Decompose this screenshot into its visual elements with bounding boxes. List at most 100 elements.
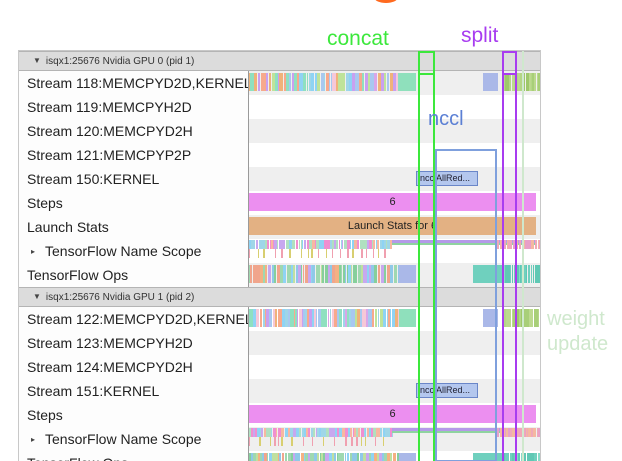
- name-scope-span[interactable]: [392, 240, 536, 243]
- trace-event-block[interactable]: [473, 453, 502, 461]
- trace-event-block[interactable]: [257, 73, 261, 91]
- trace-event-block[interactable]: [272, 428, 276, 437]
- trace-event-block[interactable]: [356, 437, 358, 446]
- trace-event-block[interactable]: [326, 240, 330, 249]
- trace-event-block[interactable]: [303, 240, 306, 249]
- trace-event-block[interactable]: [249, 73, 251, 91]
- trace-event-block[interactable]: [263, 73, 267, 91]
- trace-event-block[interactable]: [287, 240, 290, 249]
- trace-event-block[interactable]: [523, 428, 525, 437]
- trace-event-block[interactable]: [291, 437, 293, 446]
- trace-event-block[interactable]: [510, 240, 512, 249]
- trace-event-block[interactable]: [257, 265, 260, 283]
- trace-event-block[interactable]: [365, 437, 367, 446]
- trace-event-block[interactable]: [325, 265, 328, 283]
- trace-event-block[interactable]: [271, 265, 275, 283]
- trace-event-block[interactable]: [249, 240, 251, 249]
- trace-event-block[interactable]: [297, 73, 300, 91]
- trace-event-block[interactable]: [506, 240, 508, 249]
- trace-event-block[interactable]: [518, 240, 520, 249]
- trace-event-block[interactable]: [516, 265, 519, 283]
- trace-event-block[interactable]: [329, 428, 333, 437]
- trace-event-block[interactable]: [329, 309, 332, 327]
- trace-event-block[interactable]: [516, 309, 519, 327]
- trace-event-block[interactable]: [342, 240, 344, 249]
- trace-event-block[interactable]: [520, 428, 524, 437]
- trace-lane[interactable]: Stream 124:MEMCPYD2H: [19, 355, 540, 379]
- trace-event-block[interactable]: [340, 240, 342, 249]
- trace-event-block[interactable]: [249, 428, 252, 437]
- trace-event-block[interactable]: [497, 240, 499, 249]
- trace-event-block[interactable]: [283, 73, 286, 91]
- trace-event-block[interactable]: [323, 309, 327, 327]
- trace-event-block[interactable]: [311, 73, 315, 91]
- trace-event-block[interactable]: [268, 73, 272, 91]
- trace-event-block[interactable]: [293, 453, 295, 461]
- trace-event-block[interactable]: [277, 453, 280, 461]
- trace-event-block[interactable]: [363, 453, 367, 461]
- trace-event-block[interactable]: [333, 437, 336, 446]
- trace-event-block[interactable]: [281, 437, 283, 446]
- trace-event-block[interactable]: [279, 453, 282, 461]
- trace-event-block[interactable]: [302, 309, 305, 327]
- trace-event-block[interactable]: [354, 240, 357, 249]
- trace-event-block[interactable]: [342, 265, 345, 283]
- trace-event-block[interactable]: [338, 73, 343, 91]
- trace-event-block[interactable]: [281, 428, 285, 437]
- trace-lane-label[interactable]: Steps: [19, 191, 249, 215]
- trace-event-block[interactable]: [383, 240, 386, 249]
- trace-event-block[interactable]: [295, 265, 298, 283]
- trace-event-block[interactable]: [361, 249, 363, 258]
- chevron-right-icon[interactable]: ▸: [31, 434, 36, 444]
- trace-event-block[interactable]: [310, 265, 312, 283]
- trace-event-block[interactable]: [392, 309, 395, 327]
- trace-event-block[interactable]: [329, 240, 332, 249]
- trace-event-block[interactable]: [356, 240, 359, 249]
- trace-event-block[interactable]: [327, 309, 330, 327]
- trace-event-block[interactable]: [507, 265, 510, 283]
- trace-event-block[interactable]: [311, 249, 313, 258]
- trace-event-block[interactable]: [372, 249, 374, 258]
- trace-event-block[interactable]: [346, 309, 349, 327]
- trace-event-block[interactable]: [277, 73, 280, 91]
- trace-event-block[interactable]: [312, 453, 314, 461]
- trace-event-block[interactable]: [512, 428, 515, 437]
- trace-event-block[interactable]: [301, 309, 303, 327]
- trace-event-block[interactable]: [534, 453, 538, 461]
- trace-event-block[interactable]: [526, 73, 529, 91]
- trace-event-block[interactable]: [397, 265, 399, 283]
- trace-event-block[interactable]: [526, 428, 528, 437]
- trace-event-block[interactable]: [257, 453, 261, 461]
- trace-lane-label[interactable]: Stream 123:MEMCPYH2D: [19, 331, 249, 355]
- trace-event-block[interactable]: [323, 428, 326, 437]
- trace-event-block[interactable]: [345, 437, 347, 446]
- trace-lane-label[interactable]: ▸TensorFlow Name Scope: [19, 427, 249, 451]
- trace-event-block[interactable]: [285, 453, 288, 461]
- trace-event-block[interactable]: [342, 428, 346, 437]
- trace-event-block[interactable]: [306, 428, 308, 437]
- trace-event-block[interactable]: [374, 437, 377, 446]
- trace-event-block[interactable]: [304, 309, 307, 327]
- trace-event-block[interactable]: [356, 428, 358, 437]
- trace-event-block[interactable]: [394, 265, 398, 283]
- trace-lane[interactable]: ▸TensorFlow Name Scope: [19, 239, 540, 263]
- trace-event-block[interactable]: [387, 428, 391, 437]
- trace-event-block[interactable]: [381, 265, 384, 283]
- trace-event-block[interactable]: [261, 453, 265, 461]
- trace-event-block[interactable]: [293, 73, 297, 91]
- trace-event-block[interactable]: [252, 240, 256, 249]
- trace-event-block[interactable]: [518, 265, 520, 283]
- trace-event-block[interactable]: [271, 240, 273, 249]
- trace-event-block[interactable]: [370, 428, 374, 437]
- trace-event-block[interactable]: [272, 240, 274, 249]
- trace-event-block[interactable]: [295, 240, 299, 249]
- trace-event-block[interactable]: [380, 309, 384, 327]
- trace-event-block[interactable]: [532, 240, 535, 249]
- trace-event-block[interactable]: [330, 265, 333, 283]
- trace-lane-track[interactable]: [249, 307, 540, 331]
- trace-event-block[interactable]: [305, 453, 309, 461]
- trace-event-block[interactable]: [285, 309, 288, 327]
- trace-event-block[interactable]: [531, 428, 533, 437]
- step-block[interactable]: 6: [249, 193, 536, 211]
- trace-event-block[interactable]: [311, 437, 314, 446]
